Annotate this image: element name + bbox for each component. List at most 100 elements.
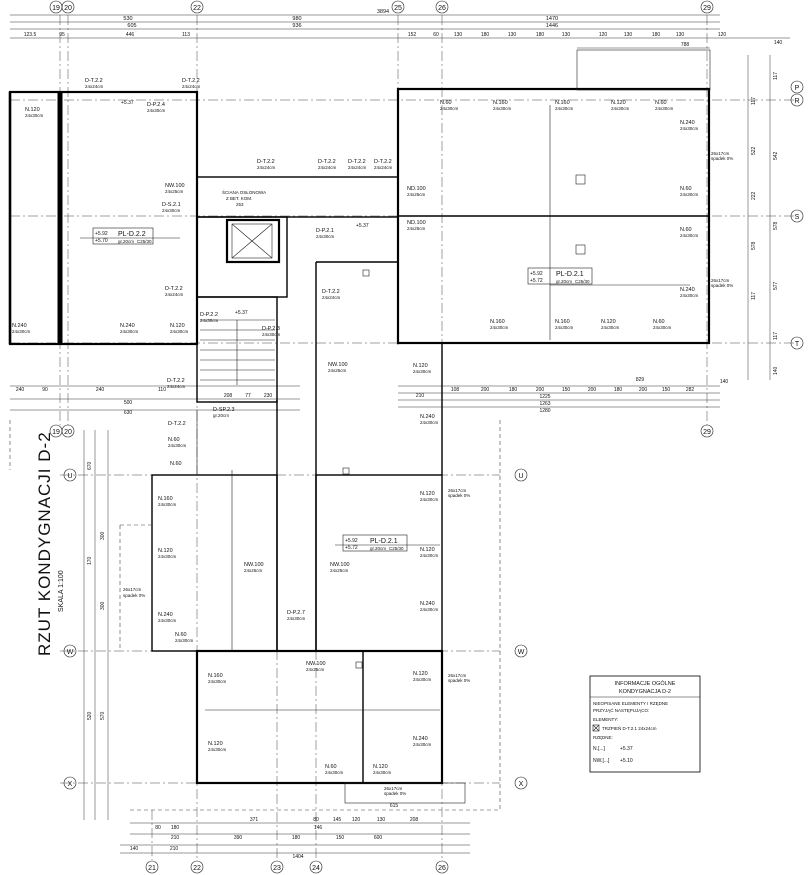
svg-text:1404: 1404	[292, 854, 303, 860]
axis-bubble-right-R: R	[790, 93, 804, 107]
svg-text:29: 29	[703, 5, 711, 12]
svg-text:130: 130	[377, 817, 386, 823]
svg-text:D-T.2.2: D-T.2.2	[374, 159, 392, 165]
vents	[342, 174, 586, 669]
svg-text:PL-D.2.2: PL-D.2.2	[118, 231, 146, 238]
svg-text:117: 117	[773, 72, 779, 80]
axis-bubble-left-X: X	[63, 776, 77, 790]
svg-text:600: 600	[374, 835, 383, 841]
svg-text:gr.20cm: gr.20cm	[370, 546, 386, 551]
svg-text:26: 26	[438, 865, 446, 872]
svg-text:24x24cm: 24x24cm	[348, 165, 367, 170]
svg-text:C25/30: C25/30	[389, 546, 404, 551]
svg-text:24x30cm: 24x30cm	[158, 554, 177, 559]
svg-text:N.120: N.120	[601, 319, 616, 325]
svg-text:24x30cm: 24x30cm	[158, 502, 177, 507]
svg-text:230: 230	[264, 393, 273, 399]
slab-label-pl21b: +5.92 +5.72 PL-D.2.1 gr.20cm C25/30	[342, 534, 408, 552]
svg-text:N.120: N.120	[420, 491, 435, 497]
svg-text:N.120: N.120	[373, 764, 388, 770]
svg-text:24x30cm: 24x30cm	[158, 618, 177, 623]
svg-text:24x30cm: 24x30cm	[168, 443, 187, 448]
svg-text:24x30cm: 24x30cm	[555, 106, 574, 111]
svg-text:180: 180	[292, 835, 301, 841]
axis-bubble-bottom-26: 26	[435, 860, 449, 874]
svg-text:24x24cm: 24x24cm	[85, 84, 104, 89]
dim-top-1: 530	[123, 16, 132, 22]
svg-text:N.160: N.160	[158, 496, 173, 502]
svg-text:+5.10: +5.10	[620, 758, 633, 764]
svg-text:180: 180	[614, 387, 623, 393]
svg-text:D-SP.2.3: D-SP.2.3	[213, 407, 235, 413]
svg-text:W: W	[518, 649, 525, 656]
svg-text:24x30cm: 24x30cm	[655, 106, 674, 111]
svg-text:D-P.2.2: D-P.2.2	[200, 312, 218, 318]
svg-text:N.120: N.120	[25, 107, 40, 113]
svg-text:90: 90	[42, 387, 48, 393]
svg-text:578: 578	[751, 241, 757, 250]
svg-text:24x30cm: 24x30cm	[175, 638, 194, 643]
svg-text:24x30cm: 24x30cm	[413, 742, 432, 747]
svg-text:24x30cm: 24x30cm	[420, 420, 439, 425]
svg-text:19: 19	[52, 5, 60, 12]
svg-text:24x25cm: 24x25cm	[330, 568, 349, 573]
svg-text:N.60: N.60	[168, 437, 180, 443]
svg-text:300: 300	[100, 531, 106, 540]
svg-text:240: 240	[16, 387, 25, 393]
svg-text:24x30cm: 24x30cm	[440, 106, 459, 111]
svg-text:+5.92: +5.92	[95, 231, 108, 237]
dim-top-r3-1: 95	[59, 32, 65, 38]
svg-text:D-P.2.4: D-P.2.4	[147, 102, 165, 108]
svg-text:240: 240	[96, 387, 105, 393]
svg-text:80: 80	[313, 817, 319, 823]
svg-text:N.240: N.240	[680, 120, 695, 126]
dim-top-r3-7: 180	[481, 32, 490, 38]
svg-text:19: 19	[52, 429, 60, 436]
svg-text:150: 150	[662, 387, 671, 393]
svg-text:26x17cm: 26x17cm	[448, 673, 467, 678]
svg-text:N.120: N.120	[413, 671, 428, 677]
svg-text:+5.37: +5.37	[356, 223, 369, 229]
svg-text:U: U	[518, 473, 523, 480]
svg-text:RZĘDNE:: RZĘDNE:	[593, 735, 613, 740]
svg-text:PL-D.2.1: PL-D.2.1	[370, 538, 398, 545]
svg-text:TRZPIEŃ D-T.2.1 24x24cm: TRZPIEŃ D-T.2.1 24x24cm	[602, 725, 657, 731]
svg-text:N.60: N.60	[680, 186, 692, 192]
svg-text:24x30cm: 24x30cm	[555, 325, 574, 330]
element-labels: D-T.2.2 24x24cm D-T.2.2 24x24cm D-P.2.4 …	[12, 78, 733, 796]
svg-text:24x30cm: 24x30cm	[120, 329, 139, 334]
svg-text:208: 208	[410, 817, 419, 823]
svg-text:N.60: N.60	[440, 100, 452, 106]
svg-text:N.160: N.160	[490, 319, 505, 325]
svg-text:208: 208	[224, 393, 233, 399]
svg-text:253: 253	[236, 202, 244, 207]
svg-text:N.240: N.240	[680, 287, 695, 293]
axis-bubble-inner-U: U	[514, 468, 528, 482]
svg-text:NW.100: NW.100	[244, 562, 264, 568]
svg-text:26x17cm: 26x17cm	[384, 786, 403, 791]
svg-text:C25/30: C25/30	[137, 239, 152, 244]
svg-text:80: 80	[155, 825, 161, 831]
axis-bubble-mid-29: 29	[700, 424, 714, 438]
svg-text:29: 29	[703, 429, 711, 436]
dim-top-4: 605	[127, 23, 136, 29]
svg-text:24x30cm: 24x30cm	[653, 325, 672, 330]
svg-text:24x25cm: 24x25cm	[407, 192, 426, 197]
svg-text:150: 150	[562, 387, 571, 393]
svg-text:117: 117	[773, 332, 779, 340]
svg-text:829: 829	[636, 377, 645, 383]
svg-text:146: 146	[314, 825, 323, 831]
dim-top-r3-3: 113	[182, 32, 190, 38]
svg-text:ŚCIANA OSŁONOWA: ŚCIANA OSŁONOWA	[222, 188, 266, 195]
svg-text:D-T.2.2: D-T.2.2	[85, 78, 103, 84]
axis-bubble-top-19: 19	[49, 0, 63, 14]
dimensions-top: 3894 530 980 1470 605 936 1446 123.5 95 …	[10, 9, 790, 49]
svg-text:670: 670	[87, 461, 93, 470]
dimensions-left: 670 170 520 300 300 570	[83, 430, 109, 820]
svg-text:D-T.2.2: D-T.2.2	[167, 378, 185, 384]
svg-text:1280: 1280	[539, 408, 550, 414]
dim-right-box: 788	[681, 42, 690, 48]
svg-text:PRZYJĄĆ NASTĘPUJĄCO:: PRZYJĄĆ NASTĘPUJĄCO:	[593, 707, 649, 713]
axis-bubble-left-W: W	[63, 644, 77, 658]
dim-top-r3-5: 60	[433, 32, 439, 38]
